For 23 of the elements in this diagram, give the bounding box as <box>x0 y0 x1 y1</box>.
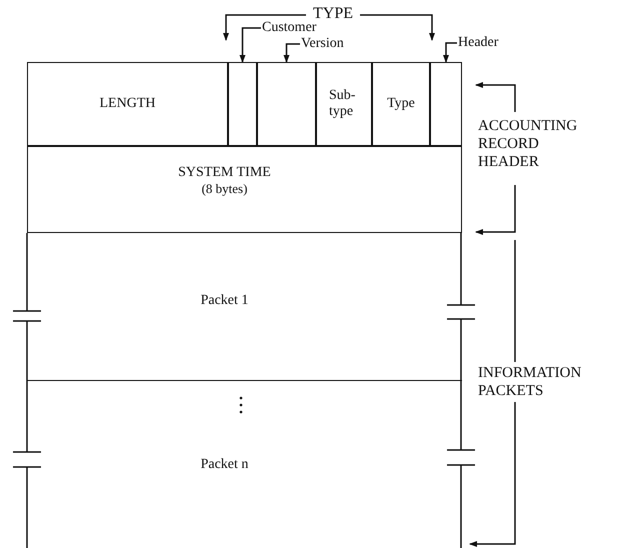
field-label: Header <box>458 35 498 51</box>
size-note: (8 bytes) <box>202 181 248 197</box>
section-label: LENGTH <box>100 96 156 112</box>
empty-field-cell <box>430 62 462 146</box>
leader-line <box>443 42 457 63</box>
section-group-label: ACCOUNTING RECORD HEADER <box>478 117 578 171</box>
empty-field-cell <box>228 62 257 146</box>
leader-line <box>240 27 261 63</box>
field-cell <box>316 62 372 146</box>
field-cell <box>27 62 228 146</box>
leader-line <box>284 43 300 63</box>
section-label: SYSTEM TIME <box>178 165 271 181</box>
field-label: Customer <box>262 20 316 36</box>
section-label: Type <box>387 96 415 112</box>
section-label: Packet 1 <box>200 293 248 309</box>
bracket-label: TYPE <box>313 6 354 22</box>
field-label: Version <box>301 36 344 52</box>
field-cell <box>372 62 430 146</box>
empty-field-cell <box>257 62 316 146</box>
section-group-label: INFORMATION PACKETS <box>478 364 582 400</box>
section-label: Packet n <box>200 457 248 473</box>
section-label: Sub-type <box>329 88 356 120</box>
record-section <box>27 146 462 232</box>
